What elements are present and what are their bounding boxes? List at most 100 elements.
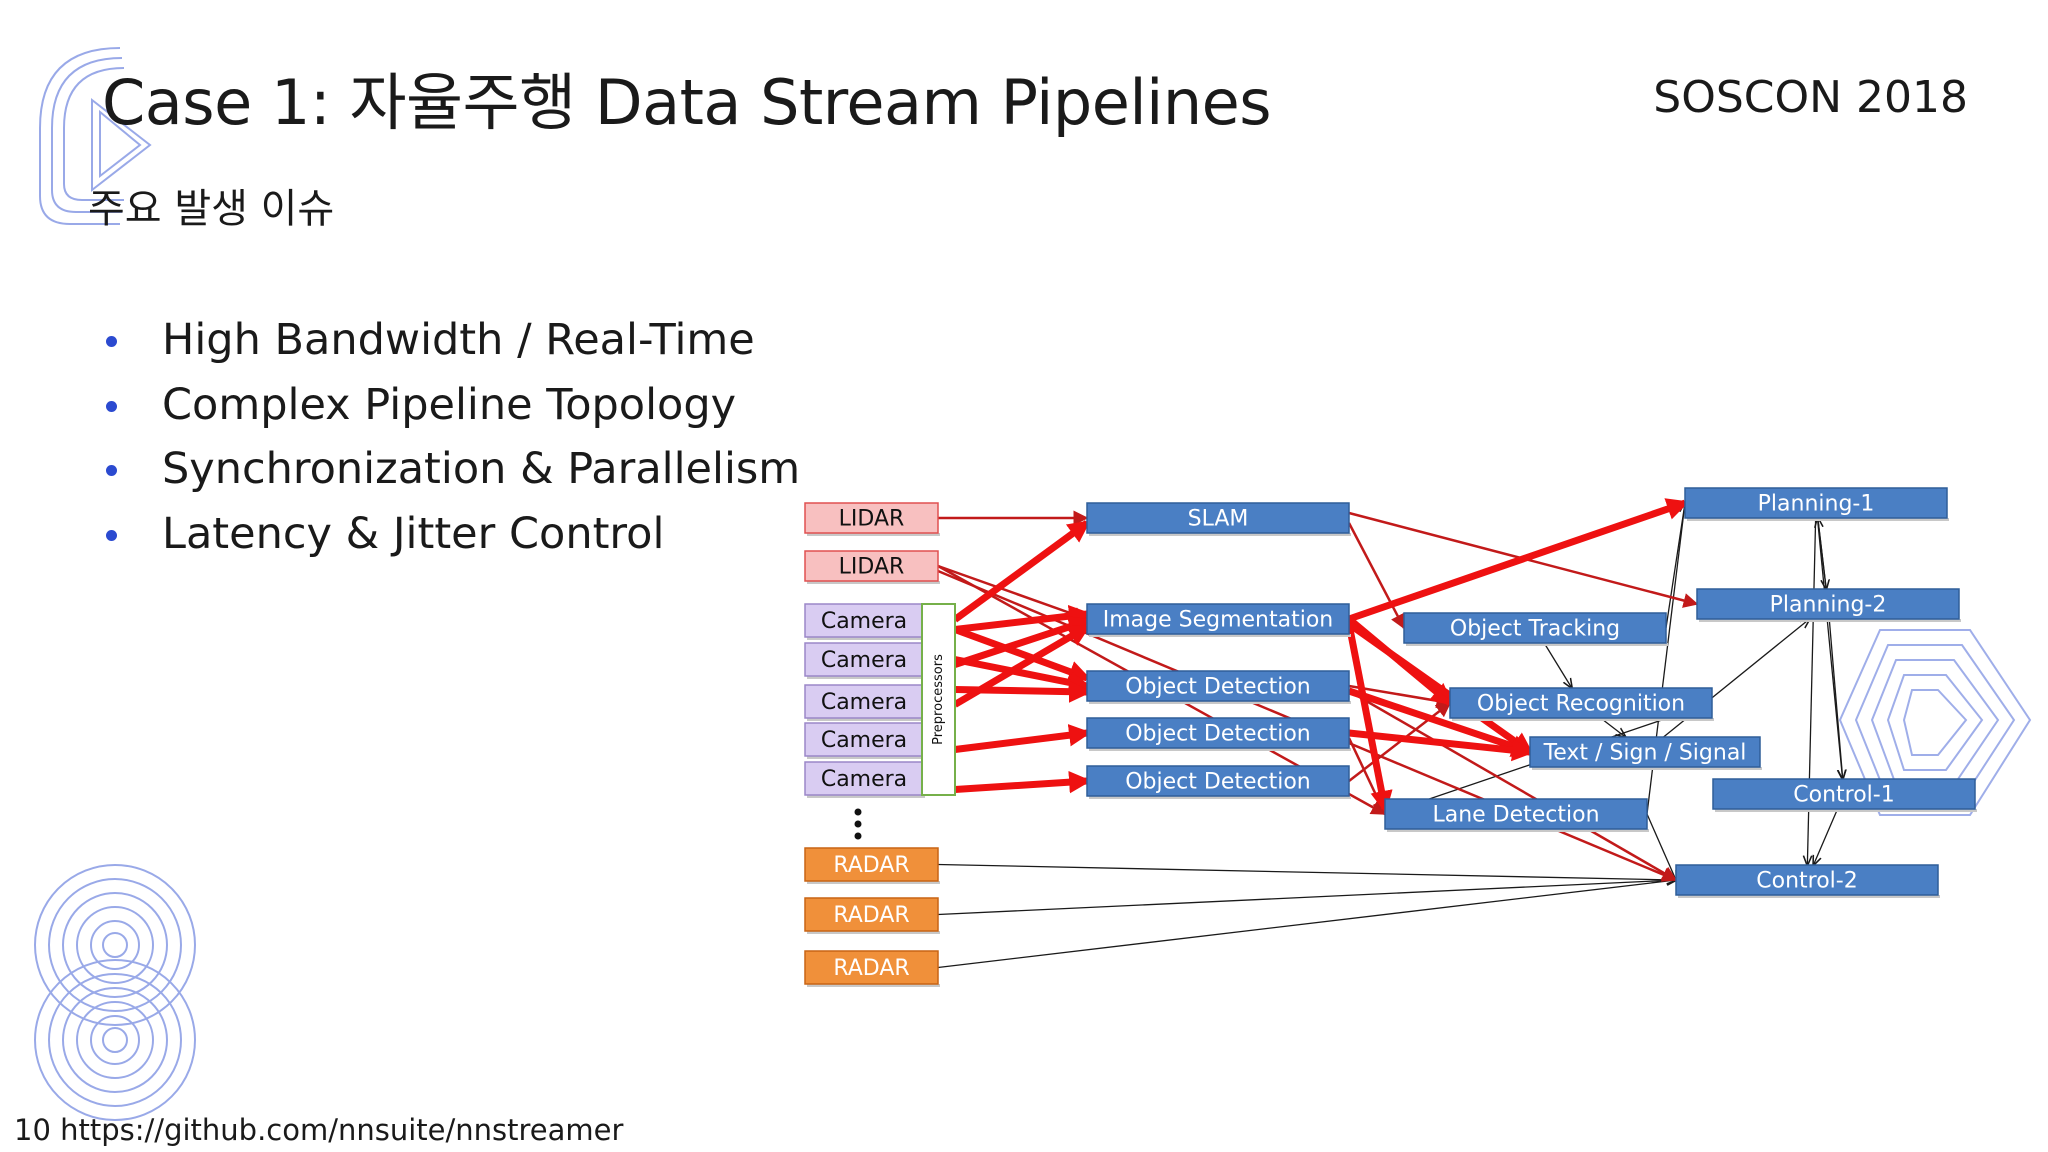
slide-title: Case 1: 자율주행 Data Stream Pipelines — [102, 66, 1272, 139]
node-box — [1086, 717, 1350, 749]
node-shadow — [807, 637, 925, 640]
node-label: LIDAR — [839, 555, 905, 580]
node-shadow — [807, 984, 940, 987]
node-shadow — [807, 795, 925, 798]
node-shadow — [807, 533, 940, 536]
edge-pre-to-slam — [952, 520, 1091, 623]
node-shadow — [807, 881, 940, 884]
slide-subtitle: 주요 발생 이슈 — [88, 186, 335, 232]
node-plan1: Planning-1 — [1684, 487, 1949, 521]
node-box — [804, 847, 939, 882]
node-label: RADAR — [833, 853, 909, 878]
bullet-dot-icon — [106, 465, 117, 476]
node-recog: Object Recognition — [1449, 687, 1714, 721]
bullet-dot-icon — [106, 400, 117, 412]
node-shadow — [1089, 748, 1351, 751]
edge-pre-to-od1 — [953, 626, 1092, 683]
node-cam4: Camera — [804, 722, 925, 759]
node-label: Text / Sign / Signal — [1543, 741, 1747, 766]
edge-layer — [937, 498, 1843, 969]
node-shadow — [1387, 829, 1649, 832]
edge-plan1-to-ctrl1 — [1816, 517, 1842, 779]
edge-pre-to-imgseg — [953, 615, 1092, 668]
node-box — [1403, 612, 1667, 644]
node-box — [804, 897, 939, 932]
node-track: Object Tracking — [1403, 612, 1668, 646]
node-label: RADAR — [833, 903, 909, 928]
edge-od1-to-tss — [1347, 687, 1535, 757]
bullet-text: High Bandwidth / Real-Time — [162, 315, 755, 365]
node-label: Control-2 — [1756, 869, 1857, 894]
edge-pre-to-od1 — [954, 656, 1092, 694]
node-box — [1384, 798, 1648, 830]
bullet-item: Latency & Jitter Control — [100, 502, 800, 567]
node-cam3: Camera — [804, 684, 925, 721]
node-box — [1086, 765, 1350, 797]
node-shadow — [1687, 518, 1949, 521]
node-label: Object Detection — [1125, 770, 1311, 795]
bullet-item: High Bandwidth / Real-Time — [100, 308, 800, 373]
node-shadow — [1089, 533, 1351, 536]
node-imgseg: Image Segmentation — [1086, 603, 1351, 637]
bullet-text: Synchronization & Parallelism — [162, 444, 801, 494]
node-shadow — [1532, 767, 1762, 770]
node-box — [804, 642, 924, 677]
node-od2: Object Detection — [1086, 717, 1351, 751]
node-shadow — [807, 676, 925, 679]
node-lidar2: LIDAR — [804, 550, 940, 584]
edge-radar1-to-ctrl2 — [937, 863, 1676, 881]
play-logo-icon — [39, 47, 152, 225]
node-label: Camera — [821, 690, 907, 715]
edge-track-to-recog — [1543, 642, 1572, 688]
node-shadow — [1089, 701, 1351, 704]
edge-imgseg-to-plan1 — [1347, 498, 1690, 623]
edge-ctrl1-to-ctrl2 — [1813, 808, 1839, 865]
node-cam1: Camera — [804, 603, 925, 640]
node-box — [921, 603, 956, 796]
swirl-logo-icon — [34, 864, 196, 1121]
node-label: Object Detection — [1125, 722, 1311, 747]
edge-plan2-to-ctrl1 — [1828, 618, 1842, 779]
node-label: Object Detection — [1125, 675, 1311, 700]
node-box — [804, 550, 939, 582]
node-cam2: Camera — [804, 642, 925, 679]
node-shadow — [807, 931, 940, 934]
bullet-dot-icon — [106, 336, 117, 347]
node-radar1: RADAR — [804, 847, 940, 884]
bullet-dot-icon — [106, 529, 117, 541]
node-shadow — [1089, 634, 1351, 637]
node-ctrl1: Control-1 — [1712, 778, 1977, 812]
node-box — [804, 761, 924, 796]
node-ctrl2: Control-2 — [1675, 864, 1940, 898]
node-label: Camera — [821, 609, 907, 634]
node-label: Lane Detection — [1432, 803, 1599, 828]
footer-url: 10 https://github.com/nnsuite/nnstreamer — [14, 1113, 624, 1147]
node-box — [804, 502, 939, 534]
node-plan2: Planning-2 — [1696, 588, 1961, 622]
node-shadow — [807, 718, 925, 721]
node-label: Camera — [821, 728, 907, 753]
bullet-text: Latency & Jitter Control — [162, 508, 665, 559]
node-box — [804, 950, 939, 985]
node-label: Planning-1 — [1758, 492, 1875, 517]
edge-od1-to-ctrl2 — [1348, 689, 1678, 882]
edge-pre-to-od1 — [954, 680, 1092, 703]
edge-od2-to-tss — [1348, 729, 1535, 762]
edge-imgseg-to-lane — [1345, 623, 1393, 814]
node-shadow — [1452, 718, 1714, 721]
node-radar3: RADAR — [804, 950, 940, 987]
node-label: SLAM — [1188, 507, 1249, 532]
node-label: Image Segmentation — [1103, 608, 1334, 633]
node-box — [1086, 502, 1350, 534]
node-shadow — [1678, 895, 1940, 898]
edge-radar3-to-ctrl2 — [937, 880, 1676, 969]
node-shadow — [807, 756, 925, 759]
node-lane: Lane Detection — [1384, 798, 1649, 832]
node-radar2: RADAR — [804, 897, 940, 934]
edge-radar2-to-ctrl2 — [937, 880, 1676, 916]
node-lidar1: LIDAR — [804, 502, 940, 536]
node-pre: Preprocessors — [921, 603, 956, 796]
node-shadow — [1406, 643, 1668, 646]
